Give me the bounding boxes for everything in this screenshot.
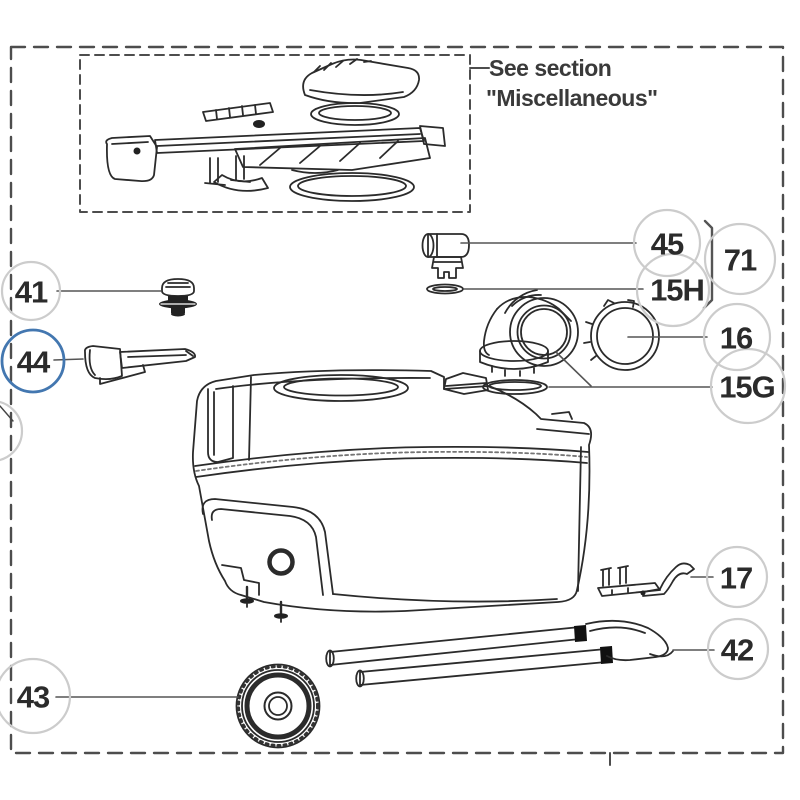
callout-circle-44-highlighted[interactable]	[0, 328, 66, 394]
group-bracket-71	[702, 219, 714, 310]
callout-circle-45[interactable]	[632, 208, 702, 278]
callout-circle-42[interactable]	[706, 617, 770, 681]
part-15H-drawing	[426, 283, 464, 295]
callout-label-43[interactable]: 43	[16, 679, 50, 715]
part-42-drawing	[325, 619, 674, 688]
callout-label-15G[interactable]: 15G	[719, 369, 776, 405]
callout-circle-15H[interactable]	[635, 252, 711, 328]
callout-label-16[interactable]: 16	[719, 320, 753, 356]
callout-circle-43[interactable]	[0, 657, 72, 735]
callout-label-41[interactable]: 41	[14, 274, 48, 310]
callout-label-17[interactable]: 17	[719, 560, 753, 596]
callout-label-45[interactable]: 45	[650, 226, 684, 262]
part-45-drawing	[421, 233, 470, 279]
note-see-section-line2: "Miscellaneous"	[486, 85, 658, 111]
part-41-drawing	[159, 278, 197, 317]
spout-elbow-drawing	[479, 289, 579, 377]
outer-dashed-border	[9, 45, 785, 755]
spout-cap-16-drawing	[583, 299, 660, 371]
callout-circle-15G[interactable]	[709, 347, 787, 425]
tank-screws	[240, 585, 288, 623]
part-43-wheel-drawing	[235, 663, 321, 749]
leader-lines	[53, 242, 715, 698]
callout-label-42[interactable]: 42	[720, 632, 754, 668]
edge-leader-fragment	[0, 405, 14, 422]
callout-circle-71[interactable]	[703, 222, 777, 296]
miscellaneous-dashed-box	[79, 54, 471, 213]
holding-tank-drawing	[191, 369, 593, 623]
part-44-drawing	[84, 345, 196, 385]
note-see-section-line1: See section	[489, 55, 612, 81]
callout-label-44[interactable]: 44	[16, 344, 50, 380]
seat-assembly-drawing	[105, 58, 446, 202]
callout-label-71[interactable]: 71	[723, 242, 757, 278]
callout-circle-41[interactable]	[0, 260, 62, 322]
part-17-drawing	[597, 562, 695, 597]
callout-label-15H[interactable]: 15H	[650, 272, 705, 308]
callout-circle-16[interactable]	[702, 302, 772, 372]
edge-partial-circle	[0, 400, 24, 462]
callout-circle-17[interactable]	[705, 545, 769, 609]
